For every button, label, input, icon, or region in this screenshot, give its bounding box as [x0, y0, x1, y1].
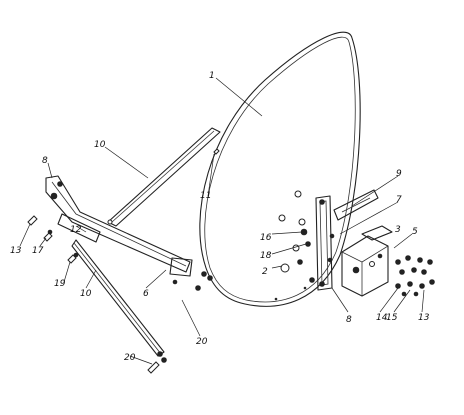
callout-1: 1 [209, 71, 215, 81]
callout-13-left: 13 [10, 246, 22, 256]
clamp-block [341, 225, 393, 297]
callout-7: 7 [396, 195, 402, 205]
callout-10-top: 10 [94, 140, 106, 150]
callout-15: 15 [386, 313, 398, 323]
main-support-arm [45, 175, 193, 277]
plate-hardware [280, 228, 335, 283]
callout-11: 11 [200, 191, 211, 201]
leader-lines [19, 77, 425, 365]
callout-9: 9 [396, 169, 402, 179]
mid-hardware [172, 148, 220, 291]
callout-19: 19 [54, 279, 66, 289]
callout-2: 2 [262, 267, 268, 277]
callout-14: 14 [376, 313, 388, 323]
callout-17-left: 17 [32, 246, 44, 256]
right-hardware [395, 255, 435, 297]
callout-12: 12 [70, 225, 82, 235]
callout-13-right: 13 [418, 313, 430, 323]
lower-strut [71, 239, 165, 357]
callout-8-bottom: 8 [346, 315, 352, 325]
callout-labels: 1 10 9 7 3 5 8 12 13 17 19 10 6 20 11 16… [10, 71, 430, 363]
dish-reflector [199, 31, 361, 307]
callout-18: 18 [260, 251, 272, 261]
callout-20-mid: 20 [196, 337, 208, 347]
callout-8-top: 8 [42, 156, 48, 166]
callout-20-bottom: 20 [124, 353, 136, 363]
callout-3: 3 [395, 225, 401, 235]
callout-10-bottom: 10 [80, 289, 92, 299]
callout-5: 5 [412, 227, 418, 237]
feed-arm [107, 127, 221, 227]
callout-16: 16 [260, 233, 272, 243]
callout-6: 6 [143, 289, 149, 299]
